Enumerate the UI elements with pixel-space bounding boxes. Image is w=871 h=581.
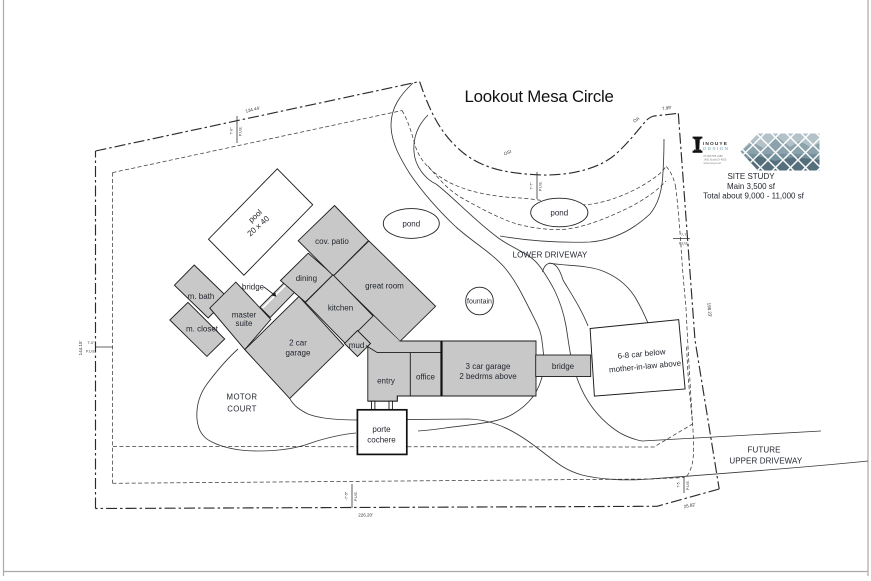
svg-text:cov. patio: cov. patio — [315, 237, 349, 246]
svg-text:INOUYE: INOUYE — [703, 141, 728, 147]
svg-text:Main 3,500 sf: Main 3,500 sf — [727, 182, 776, 191]
svg-text:3 car garage: 3 car garage — [466, 362, 511, 371]
svg-text:226.20': 226.20' — [358, 513, 373, 518]
svg-text:pond: pond — [402, 220, 420, 229]
svg-text:7'-0": 7'-0" — [230, 127, 234, 135]
svg-text:DESIGN: DESIGN — [703, 146, 730, 152]
svg-text:bridge: bridge — [552, 362, 575, 371]
svg-text:MOTOR: MOTOR — [227, 393, 258, 402]
svg-text:198.23': 198.23' — [706, 302, 712, 317]
svg-text:-7'-5": -7'-5" — [345, 491, 349, 500]
svg-text:P.U.E.: P.U.E. — [239, 126, 243, 136]
svg-text:OSI: OSI — [503, 149, 512, 156]
svg-text:pond: pond — [550, 209, 568, 218]
svg-text:P.U.E.: P.U.E. — [679, 242, 689, 246]
svg-text:great room: great room — [365, 282, 404, 291]
svg-text:Lookout Mesa Circle: Lookout Mesa Circle — [465, 87, 614, 106]
svg-text:porte: porte — [372, 425, 391, 434]
svg-text:www.inouye.net: www.inouye.net — [704, 162, 722, 165]
svg-text:bridge: bridge — [242, 283, 265, 292]
svg-text:cochere: cochere — [367, 436, 396, 445]
svg-text:fountain: fountain — [467, 299, 492, 306]
svg-text:LOWER DRIVEWAY: LOWER DRIVEWAY — [513, 251, 588, 260]
svg-text:2 bedrms above: 2 bedrms above — [459, 372, 517, 381]
svg-text:UPPER DRIVEWAY: UPPER DRIVEWAY — [729, 457, 803, 466]
svg-text:7'-0": 7'-0" — [87, 341, 95, 345]
svg-text:P.U.E.: P.U.E. — [86, 350, 96, 354]
svg-text:25.82': 25.82' — [683, 502, 696, 509]
svg-text:Total about 9,000 - 11,000 sf: Total about 9,000 - 11,000 sf — [703, 192, 805, 201]
svg-text:entry: entry — [377, 376, 395, 385]
svg-text:mud: mud — [349, 341, 365, 350]
svg-text:P.U.E.: P.U.E. — [539, 181, 543, 191]
svg-text:office: office — [416, 372, 436, 381]
svg-text:OA: OA — [632, 116, 640, 124]
svg-text:m. closet: m. closet — [186, 325, 219, 334]
svg-text:kitchen: kitchen — [328, 304, 353, 313]
svg-text:SITE STUDY: SITE STUDY — [727, 172, 775, 181]
svg-text:7.99': 7.99' — [662, 105, 672, 111]
svg-text:2 car: 2 car — [289, 339, 307, 348]
svg-text:master: master — [232, 311, 257, 320]
svg-text:P.U.E.: P.U.E. — [354, 491, 358, 501]
svg-text:P.U.E.: P.U.E. — [686, 480, 690, 490]
svg-text:dining: dining — [296, 274, 317, 283]
svg-text:7-7': 7-7' — [681, 233, 687, 237]
svg-text:FUTURE: FUTURE — [747, 446, 780, 455]
svg-text:144.15': 144.15' — [78, 341, 83, 356]
svg-text:COURT: COURT — [227, 405, 257, 414]
svg-text:1455 Studio Dr #205: 1455 Studio Dr #205 — [704, 159, 728, 162]
svg-text:Ph 808 555 0188: Ph 808 555 0188 — [704, 155, 724, 158]
svg-text:m. bath: m. bath — [188, 292, 215, 301]
svg-text:7-5: 7-5 — [677, 482, 681, 487]
svg-text:suite: suite — [236, 319, 253, 328]
svg-text:134.44': 134.44' — [245, 105, 261, 113]
svg-text:7'-7": 7'-7" — [530, 182, 534, 190]
svg-text:garage: garage — [286, 349, 311, 358]
